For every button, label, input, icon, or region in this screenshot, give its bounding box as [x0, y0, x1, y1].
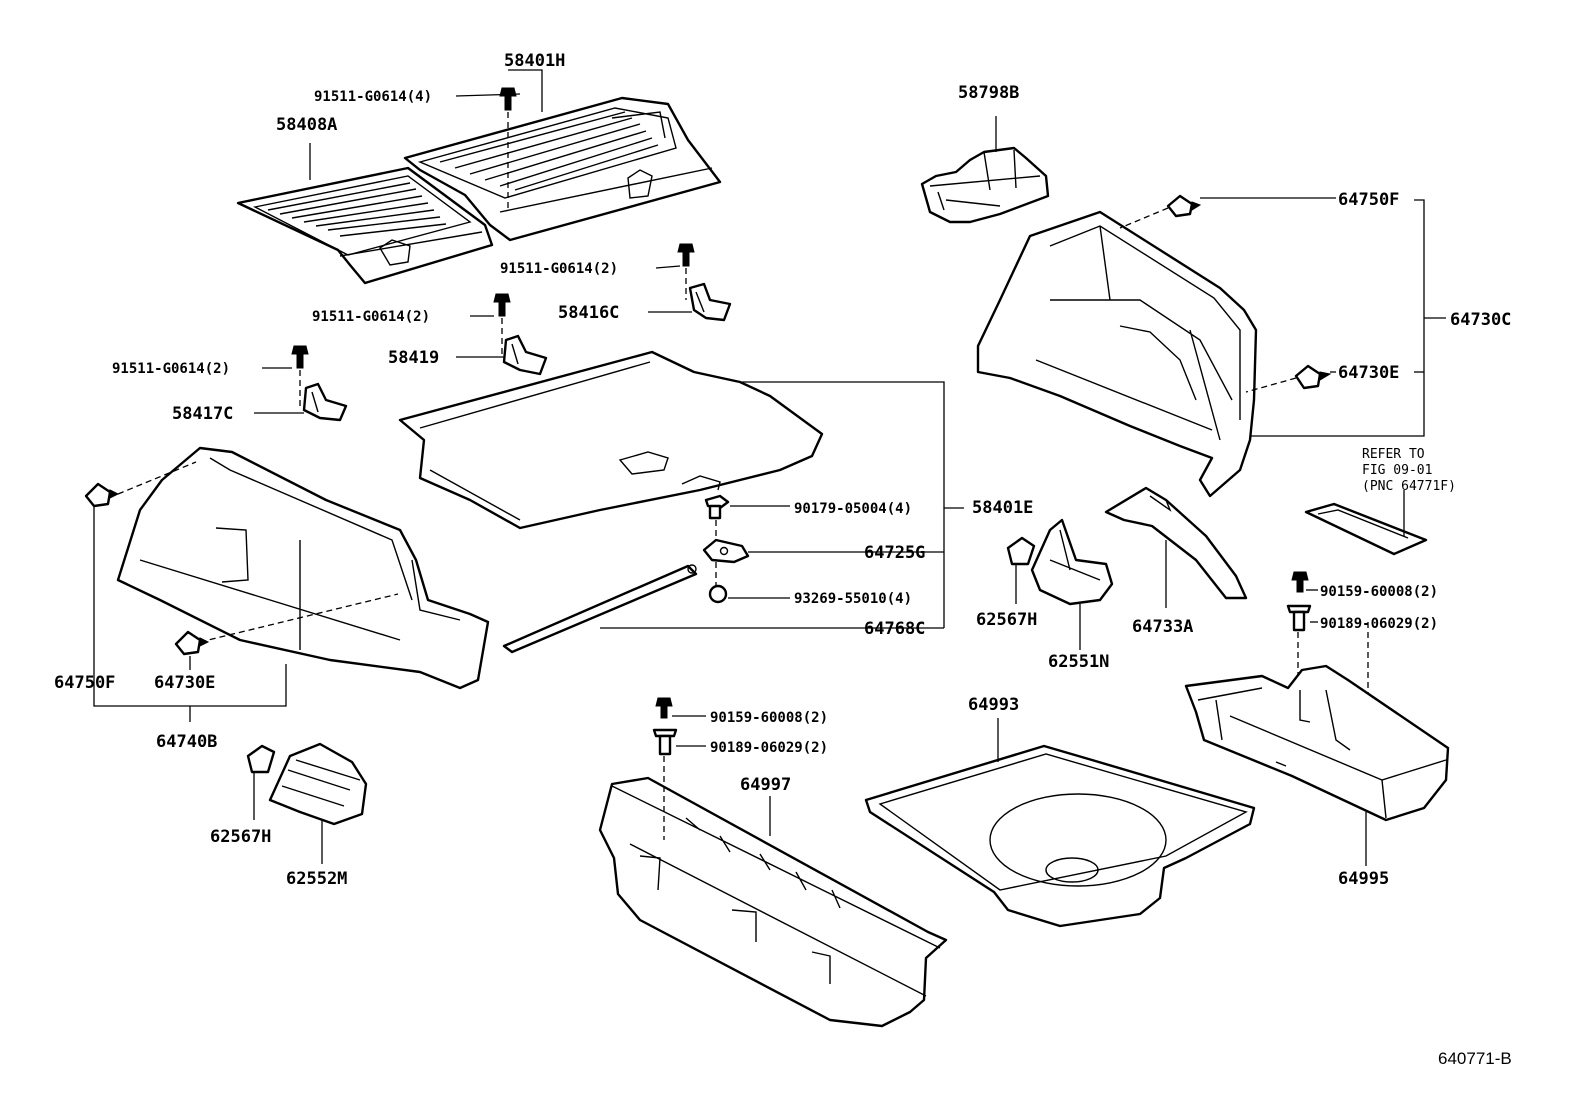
label-64750f-right: 64750F	[1338, 190, 1399, 210]
clip-64730e-left	[174, 630, 210, 656]
nut-93269	[708, 584, 728, 604]
note-line-1: REFER TO	[1362, 447, 1425, 462]
clip-64750f-right	[1166, 194, 1202, 218]
label-62552m: 62552M	[286, 869, 347, 889]
tray-58798b	[920, 146, 1050, 224]
label-58408a: 58408A	[276, 115, 337, 135]
label-64768c: 64768C	[864, 619, 925, 639]
label-58419: 58419	[388, 348, 439, 368]
clip-64750f-left	[84, 482, 120, 508]
nut-90179	[704, 494, 730, 520]
screw-90159-right	[1291, 571, 1309, 593]
label-58416c: 58416C	[558, 303, 619, 323]
board-58401e	[398, 350, 824, 530]
label-58401h: 58401H	[504, 51, 565, 71]
note-line-2: FIG 09-01	[1362, 463, 1432, 478]
label-62567h-left: 62567H	[210, 827, 271, 847]
floor-mat-58408a	[236, 166, 494, 285]
label-58417c: 58417C	[172, 404, 233, 424]
plate-64771f	[1304, 502, 1428, 556]
floor-mat-58401h	[403, 96, 722, 242]
screw-90159-left	[655, 697, 673, 719]
bracket-58416c	[688, 282, 732, 322]
label-58798b: 58798B	[958, 83, 1019, 103]
label-91511-g0614-4: 91511-G0614(4)	[314, 89, 432, 105]
label-90189-06029-left: 90189-06029(2)	[710, 740, 828, 756]
bracket-64725g	[702, 538, 750, 564]
label-90159-60008-right: 90159-60008(2)	[1320, 584, 1438, 600]
label-64730e-left: 64730E	[154, 673, 215, 693]
label-91511-g0614-2c: 91511-G0614(2)	[112, 361, 230, 377]
label-62551n: 62551N	[1048, 652, 1109, 672]
box-64995	[1184, 664, 1450, 822]
screw-91511-top	[499, 87, 517, 111]
cover-62552m	[268, 742, 368, 826]
spare-tray-64993	[864, 744, 1256, 928]
screw-91511-58417c	[291, 345, 309, 369]
bolt-90189-right	[1286, 604, 1312, 632]
clip-62567h-right	[1006, 536, 1036, 566]
quarter-trim-right-64730c	[976, 210, 1258, 498]
label-64997: 64997	[740, 775, 791, 795]
label-90159-60008-left: 90159-60008(2)	[710, 710, 828, 726]
label-64993: 64993	[968, 695, 1019, 715]
label-58401e: 58401E	[972, 498, 1033, 518]
clip-64730e-right	[1294, 364, 1332, 390]
quarter-trim-left-64740b	[116, 446, 490, 690]
note-line-3: (PNC 64771F)	[1362, 479, 1456, 494]
label-90189-06029-right: 90189-06029(2)	[1320, 616, 1438, 632]
label-64725g: 64725G	[864, 543, 925, 563]
label-64750f-left: 64750F	[54, 673, 115, 693]
label-64733a: 64733A	[1132, 617, 1193, 637]
label-64740b: 64740B	[156, 732, 217, 752]
bolt-90189-left	[652, 728, 678, 756]
box-64997	[598, 776, 948, 1028]
rod-64768c	[502, 564, 698, 654]
cover-64733a	[1104, 486, 1248, 600]
bracket-58419	[502, 334, 548, 376]
label-64730c: 64730C	[1450, 310, 1511, 330]
bracket-58417c	[302, 382, 348, 422]
figure-code: 640771-B	[1438, 1049, 1512, 1068]
label-91511-g0614-2a: 91511-G0614(2)	[500, 261, 618, 277]
clip-62567h-left	[246, 744, 276, 774]
cover-62551n	[1030, 518, 1114, 606]
label-62567h-right: 62567H	[976, 610, 1037, 630]
label-64995: 64995	[1338, 869, 1389, 889]
label-93269-55010: 93269-55010(4)	[794, 591, 912, 607]
screw-91511-58419	[493, 293, 511, 317]
label-91511-g0614-2b: 91511-G0614(2)	[312, 309, 430, 325]
label-64730e-right: 64730E	[1338, 363, 1399, 383]
label-90179-05004: 90179-05004(4)	[794, 501, 912, 517]
screw-91511-58416c	[677, 243, 695, 267]
